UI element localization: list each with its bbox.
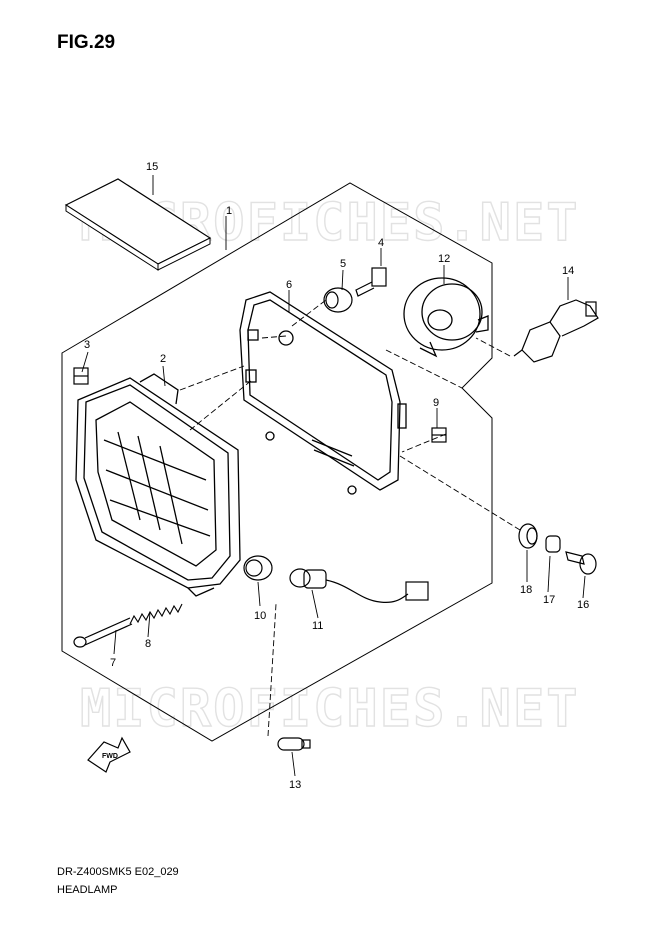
- callout-part-2: 2: [160, 353, 166, 365]
- callout-part-9: 9: [433, 397, 439, 409]
- callout-part-7: 7: [110, 657, 116, 669]
- callout-part-12: 12: [438, 253, 450, 265]
- figure-title: FIG.29: [57, 32, 116, 53]
- callout-part-3: 3: [84, 339, 90, 351]
- callout-part-10: 10: [254, 610, 266, 622]
- callout-part-8: 8: [145, 638, 151, 650]
- callout-part-6: 6: [286, 279, 292, 291]
- figure-code: DR-Z400SMK5 E02_029: [57, 866, 179, 878]
- socket-wire-part: [289, 568, 429, 603]
- callout-part-1: 1: [226, 205, 232, 217]
- screw-part: [73, 617, 133, 648]
- cushion-part: [323, 287, 353, 313]
- fwd-label: FWD: [102, 753, 118, 760]
- callout-part-14: 14: [562, 265, 574, 277]
- nut-part-3: [73, 367, 89, 385]
- callout-part-11: 11: [312, 620, 323, 632]
- bolt-part-4: [355, 267, 387, 297]
- watermark-bottom: MICROFICHES.NET: [80, 679, 580, 739]
- callout-part-17: 17: [543, 594, 555, 606]
- callout-part-13: 13: [289, 779, 301, 791]
- callout-part-16: 16: [577, 599, 589, 611]
- grommet-part-18: [518, 523, 538, 549]
- part-callouts: 1 2 3 4 5 6 7 8 9 10 11 12 13 14 15 16 1…: [84, 161, 589, 791]
- spring-part: [129, 603, 183, 625]
- socket-cover-part: [403, 277, 489, 358]
- housing-frame-part: [239, 291, 407, 495]
- leader-lines: [81, 175, 586, 777]
- callout-part-5: 5: [340, 258, 346, 270]
- label-sheet-part: [64, 178, 212, 271]
- assembly-outline: [61, 182, 493, 742]
- headlamp-lens-part: [75, 373, 241, 597]
- headlamp-bulb-part: [513, 299, 599, 363]
- callout-part-15: 15: [146, 161, 158, 173]
- bolt-part-16: [565, 551, 597, 575]
- forward-arrow-icon: FWD: [87, 736, 131, 773]
- position-bulb-part: [277, 737, 311, 751]
- figure-name: HEADLAMP: [57, 884, 118, 896]
- callout-part-18: 18: [520, 584, 532, 596]
- callout-part-4: 4: [378, 237, 384, 249]
- grommet-part-10: [243, 555, 273, 581]
- collar-part: [545, 535, 561, 553]
